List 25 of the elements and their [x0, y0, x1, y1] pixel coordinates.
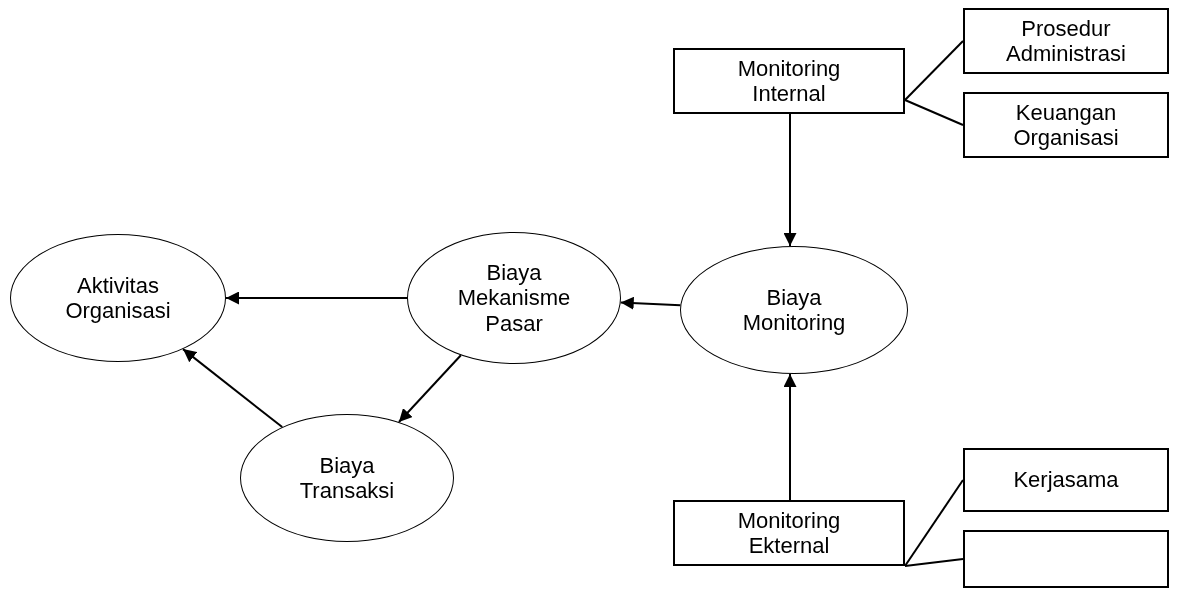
connector-line: [904, 99, 964, 126]
node-label: Keuangan Organisasi: [1012, 99, 1120, 151]
process-box: [963, 92, 1169, 158]
node-label: Monitoring Internal: [736, 55, 842, 107]
node-label: Biaya Transaksi: [298, 452, 396, 504]
process-box: [673, 48, 905, 114]
connector-line: [904, 558, 964, 567]
node-label: Biaya Mekanisme Pasar: [456, 260, 572, 336]
process-box: [673, 500, 905, 566]
arrow: [397, 354, 462, 424]
node-label: Kerjasama: [1013, 467, 1119, 493]
arrow: [619, 296, 682, 310]
arrow: [783, 373, 797, 501]
node-label: Prosedur Administrasi: [1005, 15, 1127, 67]
arrow: [182, 348, 284, 429]
connector-line: [904, 479, 964, 567]
connector-line: [904, 40, 964, 101]
process-box: [963, 530, 1169, 588]
node-label: Biaya Monitoring: [741, 284, 847, 336]
node-label: Monitoring Ekternal: [736, 507, 842, 559]
arrow: [783, 113, 797, 247]
node-label: Aktivitas Organisasi: [64, 272, 172, 324]
arrow: [225, 291, 408, 305]
process-box: [963, 448, 1169, 512]
process-box: [963, 8, 1169, 74]
